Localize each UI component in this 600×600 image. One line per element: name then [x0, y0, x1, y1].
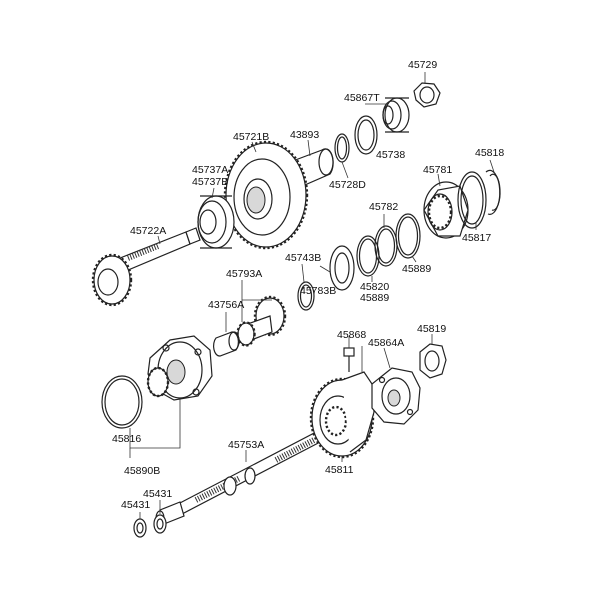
carrier-45890B — [146, 335, 213, 401]
label-45431-lower: 45431 — [121, 499, 151, 511]
label-45738: 45738 — [376, 149, 406, 161]
label-45783B: 45783B — [300, 285, 337, 297]
washer-45431-b — [133, 518, 147, 538]
label-45817: 45817 — [462, 232, 492, 244]
label-45867T: 45867T — [344, 92, 380, 104]
label-45889-bottom: 45889 — [360, 292, 390, 304]
label-45721B: 45721B — [233, 131, 270, 143]
snap-ring-45816 — [101, 375, 143, 429]
snap-ring-45728D — [354, 115, 378, 155]
carrier-45781 — [423, 181, 469, 239]
label-45737B: 45737B — [192, 176, 229, 188]
label-45729: 45729 — [408, 59, 438, 71]
label-45793A: 45793A — [226, 268, 263, 280]
bushing-43756A — [213, 331, 240, 357]
bearing-45738 — [382, 97, 410, 133]
nut-45819 — [419, 343, 447, 379]
label-45743B: 45743B — [285, 252, 322, 264]
gear-45721B — [223, 140, 309, 250]
label-45864A: 45864A — [368, 337, 405, 349]
snap-ring-small — [334, 133, 350, 163]
label-45811: 45811 — [325, 464, 354, 476]
label-45890B: 45890B — [124, 465, 161, 477]
label-45820: 45820 — [360, 281, 390, 293]
nut-45729 — [413, 82, 441, 108]
pinion-45793A — [236, 295, 287, 347]
ring-45820 — [356, 235, 380, 277]
label-45737A: 45737A — [192, 164, 229, 176]
shaft-45722A — [91, 227, 201, 307]
washer-45743B — [329, 245, 355, 291]
label-45728D: 45728D — [329, 179, 366, 191]
label-43756A: 43756A — [208, 299, 245, 311]
bearing-45737 — [197, 195, 235, 249]
label-45818: 45818 — [475, 147, 505, 159]
bolt-45868 — [343, 347, 355, 372]
label-45819: 45819 — [417, 323, 447, 335]
label-45722A: 45722A — [130, 225, 167, 237]
label-45431-upper: 45431 — [143, 488, 173, 500]
label-45868: 45868 — [337, 329, 367, 341]
label-45753A: 45753A — [228, 439, 265, 451]
washer-45431-a — [153, 514, 167, 534]
small-ring — [297, 281, 315, 311]
ring-45889-top — [395, 213, 421, 259]
label-45782: 45782 — [369, 201, 399, 213]
label-45889-top: 45889 — [402, 263, 432, 275]
label-45816: 45816 — [112, 433, 142, 445]
gear-45811 — [309, 371, 375, 459]
label-43893: 43893 — [290, 129, 320, 141]
retainer-45864A — [371, 367, 421, 425]
snap-ring-45818 — [485, 169, 501, 215]
snap-ring-45817 — [457, 171, 487, 229]
label-45781: 45781 — [423, 164, 453, 176]
